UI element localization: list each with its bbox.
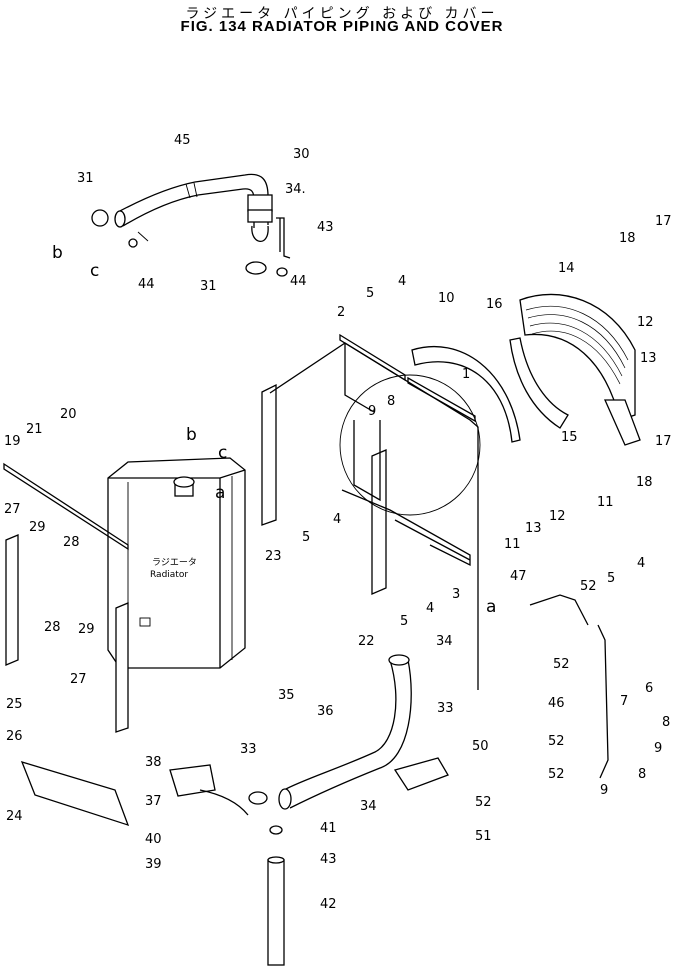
connection-mark-a: a	[486, 597, 496, 617]
part-label: 45	[174, 133, 191, 148]
part-label: 30	[293, 147, 310, 162]
radiator-core: ラジエータ Radiator	[107, 457, 246, 669]
part-label: 5	[302, 530, 310, 545]
part-label: 18	[636, 475, 653, 490]
part-label: 17	[655, 214, 672, 229]
bracket-47	[597, 624, 609, 779]
radiator-label-japanese: ラジエータ	[152, 557, 197, 568]
part-label: 4	[333, 512, 341, 527]
part-label: 52	[580, 579, 597, 594]
part-label: 11	[504, 537, 521, 552]
title-japanese: ラジエータ パイピング および カバー	[185, 6, 499, 22]
part-label: 29	[78, 622, 95, 637]
part-label: 25	[6, 697, 23, 712]
part-label: 47	[510, 569, 527, 584]
part-label: 22	[358, 634, 375, 649]
part-labels: 45 30 31 34. 43 44 31 44 17 18 14 5 4 10…	[4, 133, 672, 912]
lower-piping	[169, 654, 449, 966]
upper-hose-assembly	[91, 173, 291, 277]
part-label: 42	[320, 897, 337, 912]
part-label: 5	[607, 571, 615, 586]
part-label: 12	[637, 315, 654, 330]
part-label: 9	[654, 741, 662, 756]
part-label: 40	[145, 832, 162, 847]
part-label: 44	[138, 277, 155, 292]
part-label: 3	[452, 587, 460, 602]
part-label: 31	[200, 279, 217, 294]
part-label: 19	[4, 434, 21, 449]
part-label: 14	[558, 261, 575, 276]
part-label: 39	[145, 857, 162, 872]
part-label: 13	[525, 521, 542, 536]
part-label: 34	[360, 799, 377, 814]
radiator-label-english: Radiator	[150, 570, 188, 580]
part-label: 9	[600, 783, 608, 798]
part-label: 33	[240, 742, 257, 757]
part-label: 43	[320, 852, 337, 867]
part-label: 37	[145, 794, 162, 809]
connection-mark-c: c	[90, 261, 99, 281]
curved-plate-10	[411, 345, 521, 443]
part-label: 18	[619, 231, 636, 246]
fan-guards	[509, 293, 641, 446]
part-label: 9	[368, 404, 376, 419]
part-label: 15	[561, 430, 578, 445]
part-label: 8	[638, 767, 646, 782]
part-label: 27	[4, 502, 21, 517]
part-label: 8	[662, 715, 670, 730]
part-label: 52	[548, 767, 565, 782]
part-label: 13	[640, 351, 657, 366]
part-label: 31	[77, 171, 94, 186]
part-label: 34.	[285, 182, 306, 197]
part-label: 52	[548, 734, 565, 749]
part-label: 46	[548, 696, 565, 711]
part-label: 33	[437, 701, 454, 716]
part-label: 27	[70, 672, 87, 687]
part-label: 4	[426, 601, 434, 616]
part-label: 20	[60, 407, 77, 422]
connection-mark-a: a	[215, 483, 225, 503]
part-label: 7	[620, 694, 628, 709]
part-label: 1	[462, 367, 470, 382]
part-label: 26	[6, 729, 23, 744]
side-covers	[3, 383, 387, 733]
part-label: 21	[26, 422, 43, 437]
part-label: 16	[486, 297, 503, 312]
part-label: 11	[597, 495, 614, 510]
part-label: 52	[475, 795, 492, 810]
part-label: 2	[337, 305, 345, 320]
part-label: 5	[400, 614, 408, 629]
part-label: 28	[63, 535, 80, 550]
part-label: 34	[436, 634, 453, 649]
part-label: 41	[320, 821, 337, 836]
part-label: 5	[366, 286, 374, 301]
part-label: 10	[438, 291, 455, 306]
pipe-48	[529, 594, 589, 626]
part-label: 50	[472, 739, 489, 754]
part-label: 4	[637, 556, 645, 571]
connection-mark-c: c	[218, 443, 227, 463]
part-label: 23	[265, 549, 282, 564]
part-label: 52	[553, 657, 570, 672]
connection-mark-b: b	[186, 425, 197, 445]
part-label: 12	[549, 509, 566, 524]
part-label: 38	[145, 755, 162, 770]
title-english: FIG. 134 RADIATOR PIPING AND COVER	[180, 18, 504, 35]
part-label: 43	[317, 220, 334, 235]
part-label: 4	[398, 274, 406, 289]
part-label: 24	[6, 809, 23, 824]
part-label: 35	[278, 688, 295, 703]
connection-mark-b: b	[52, 243, 63, 263]
part-label: 51	[475, 829, 492, 844]
part-label: 29	[29, 520, 46, 535]
part-label: 17	[655, 434, 672, 449]
part-label: 44	[290, 274, 307, 289]
fan-shroud	[269, 333, 481, 690]
part-label: 8	[387, 394, 395, 409]
part-label: 6	[645, 681, 653, 696]
part-label: 28	[44, 620, 61, 635]
part-label: 36	[317, 704, 334, 719]
bottom-plate-24	[20, 760, 130, 827]
